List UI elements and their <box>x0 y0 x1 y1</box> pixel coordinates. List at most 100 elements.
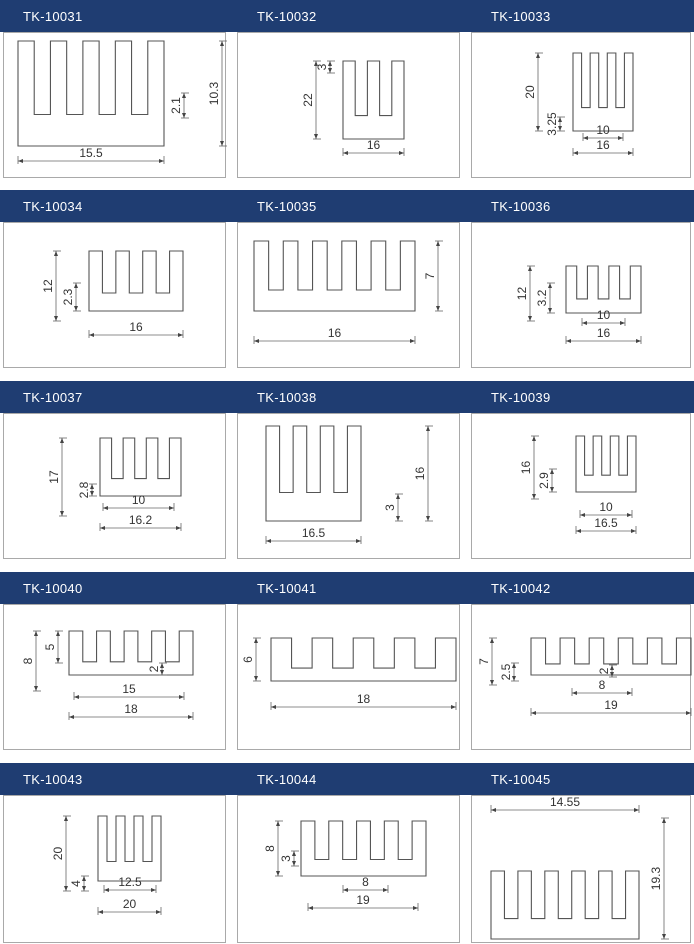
dimension-label: 16.2 <box>129 513 153 527</box>
dimension-label: 12.5 <box>118 875 142 889</box>
dimension: 3 <box>279 850 299 867</box>
dimension-label: 2.3 <box>61 288 75 305</box>
dimension: 22 <box>301 60 321 140</box>
dimension: 16 <box>342 138 405 156</box>
dimension-label: 8 <box>362 875 369 889</box>
profile-drawing: 17 2.8 10 16.2 <box>47 437 182 531</box>
profile-drawing: 22 3 16 <box>301 60 405 156</box>
profile-drawing: 6 18 <box>241 637 457 710</box>
dimension-label: 20 <box>51 847 65 861</box>
profile-drawing: 16 2.9 10 16.5 <box>519 435 637 534</box>
dimension-label: 2.5 <box>499 663 513 680</box>
heatsink-profile <box>88 250 184 312</box>
product-code: TK-10036 <box>491 199 551 214</box>
profile-drawing-panel: 6 18 <box>237 604 460 750</box>
dimension-label: 16.5 <box>302 526 326 540</box>
dimension-label: 2 <box>147 665 161 672</box>
profile-drawing-panel: 22 3 16 <box>237 32 460 178</box>
dimension: 3 <box>315 60 335 74</box>
dimension: 12.5 <box>103 875 157 893</box>
product-code: TK-10034 <box>23 199 83 214</box>
dimension-label: 3 <box>315 63 329 70</box>
dimension-label: 12 <box>41 279 55 293</box>
dimension: 2.9 <box>537 468 557 493</box>
dimension-label: 2.1 <box>169 97 183 114</box>
dimension-label: 10 <box>597 308 611 322</box>
dimension: 16 <box>88 320 184 338</box>
dimension-label: 3.2 <box>535 289 549 306</box>
profile-drawing-panel: 12 2.3 16 <box>3 222 226 368</box>
dimension: 18 <box>270 692 457 710</box>
dimension: 16 <box>519 435 539 500</box>
dimension-label: 2.8 <box>77 481 91 498</box>
product-code: TK-10039 <box>491 390 551 405</box>
heatsink-profile <box>17 40 165 147</box>
profile-drawing: 15.510.32.1 <box>17 40 227 164</box>
dimension: 18 <box>68 702 194 720</box>
dimension-label: 22 <box>301 93 315 107</box>
dimension: 2 <box>597 664 617 678</box>
dimension: 20 <box>51 815 71 892</box>
heatsink-profile <box>565 265 642 314</box>
dimension-label: 10 <box>132 493 146 507</box>
dimension-label: 6 <box>241 656 255 663</box>
dimension: 2.8 <box>77 481 97 498</box>
dimension-label: 2 <box>597 667 611 674</box>
dimension: 4 <box>69 875 89 892</box>
heatsink-profile <box>300 820 427 877</box>
dimension-label: 19 <box>604 698 618 712</box>
dimension-label: 10.3 <box>207 81 221 105</box>
dimension-label: 16 <box>596 138 610 152</box>
dimension: 16.5 <box>575 516 637 534</box>
dimension: 10.3 <box>207 40 227 147</box>
dimension-label: 3.25 <box>545 112 559 136</box>
dimension-label: 7 <box>477 658 491 665</box>
profile-drawing: 12 2.3 16 <box>41 250 184 338</box>
dimension-label: 17 <box>47 470 61 484</box>
header-band: TK-10034 TK-10035 TK-10036 <box>0 190 694 222</box>
dimension-label: 2.9 <box>537 472 551 489</box>
product-code: TK-10032 <box>257 9 317 24</box>
dimension-label: 16.5 <box>594 516 618 530</box>
heatsink-profile <box>572 52 634 132</box>
product-code: TK-10035 <box>257 199 317 214</box>
dimension: 14.55 <box>490 796 640 813</box>
dimension-label: 19 <box>356 893 370 907</box>
dimension-label: 10 <box>599 500 613 514</box>
dimension: 3 <box>383 493 403 522</box>
dimension: 16.2 <box>99 513 182 531</box>
dimension-label: 3 <box>383 504 397 511</box>
product-code: TK-10041 <box>257 581 317 596</box>
dimension-label: 18 <box>124 702 138 716</box>
dimension-label: 16 <box>519 461 533 475</box>
dimension: 3.25 <box>545 112 565 136</box>
dimension: 17 <box>47 437 67 517</box>
dimension: 3.2 <box>535 282 555 314</box>
heatsink-profile <box>530 637 692 676</box>
heatsink-profile <box>253 240 416 312</box>
dimension-label: 5 <box>43 643 57 650</box>
dimension-label: 8 <box>599 678 606 692</box>
dimension: 2.5 <box>499 662 519 682</box>
heatsink-profile <box>99 437 182 497</box>
profile-drawing: 20 4 12.5 20 <box>51 815 162 915</box>
dimension: 5 <box>43 630 63 664</box>
dimension: 12 <box>515 265 535 322</box>
product-code: TK-10042 <box>491 581 551 596</box>
dimension: 20 <box>97 897 162 915</box>
dimension-label: 14.55 <box>550 796 580 809</box>
dimension-label: 12 <box>515 287 529 301</box>
product-code: TK-10031 <box>23 9 83 24</box>
